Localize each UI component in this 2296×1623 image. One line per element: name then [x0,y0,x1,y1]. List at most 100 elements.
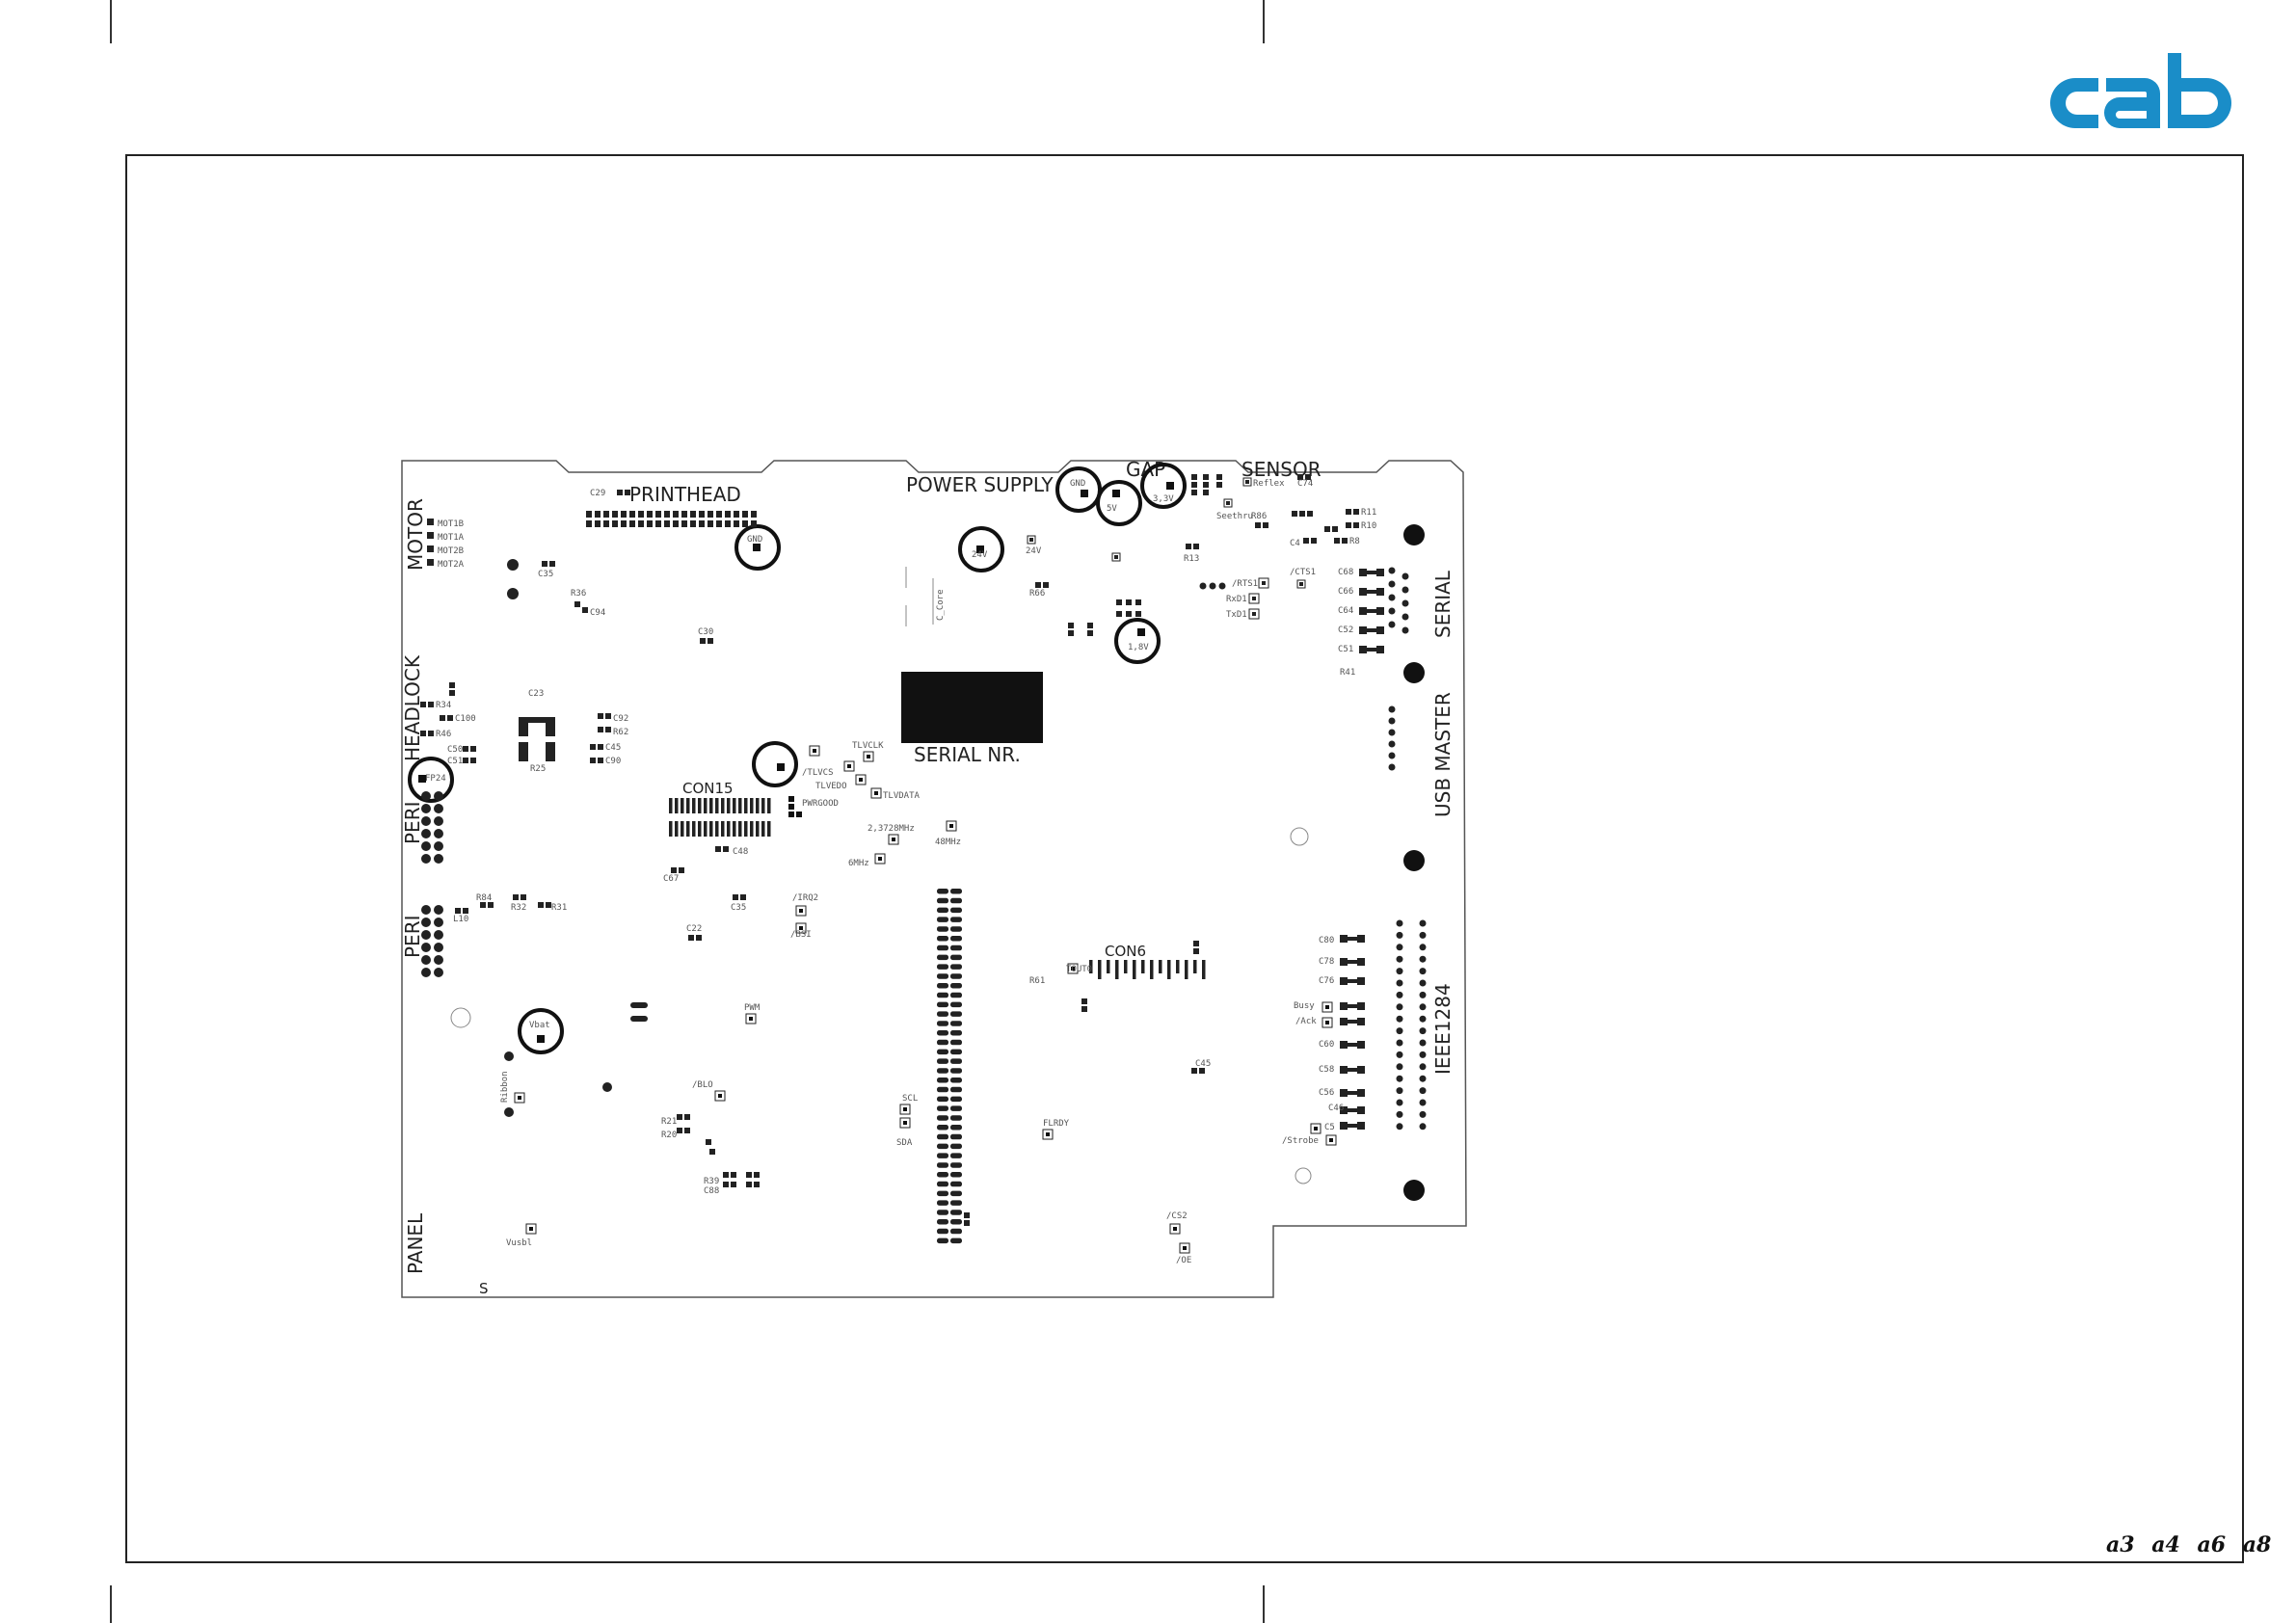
memory-pin [950,1058,962,1064]
label-usb-master: USB MASTER [1431,692,1455,817]
serial-capacitors [1359,569,1384,653]
con15-connector [669,798,771,837]
serial-cap-body [1367,648,1376,652]
serial-pin [1402,572,1409,580]
memory-pin [950,1068,962,1074]
printhead-pin [638,520,644,527]
format-a6: a6 [2197,1532,2227,1557]
con15-pin [727,798,731,813]
ieee-pin [1396,944,1403,951]
printhead-pin [716,511,722,518]
ieee-cap-pad [1357,1018,1365,1025]
memory-pin [950,1200,962,1206]
printhead-pin [725,520,731,527]
memory-pin [950,1228,962,1235]
memory-pin [950,992,962,998]
svg-text:C51: C51 [447,757,463,766]
printhead-pin [707,520,713,527]
svg-text:/Strobe: /Strobe [1282,1136,1319,1146]
ieee-cap-body [1348,1004,1357,1008]
printhead-pin [647,511,653,518]
page-format-marks: a3 a4 a6 a8 [2106,1532,2281,1557]
test-point-24v [958,526,1004,572]
svg-text:5V: 5V [1107,504,1117,514]
svg-text:3,3V: 3,3V [1153,494,1174,504]
svg-text:24V: 24V [972,550,988,560]
memory-pin [950,1210,962,1215]
con15-pin [761,821,765,837]
svg-text:Busy: Busy [1294,1001,1315,1011]
memory-pin [950,1105,962,1111]
con15-pin [698,821,702,837]
ieee-pin [1396,1027,1403,1035]
svg-text:Vusbl: Vusbl [506,1238,532,1248]
svg-text:C35: C35 [731,903,746,913]
memory-pin [950,954,962,961]
memory-pin [950,917,962,922]
svg-text:C74: C74 [1297,479,1313,489]
test-point-con15 [752,741,798,787]
svg-text:R34: R34 [436,701,451,710]
con15-passives [671,846,746,941]
con6-pin [1159,960,1162,973]
test-point-fp24 [408,757,454,803]
ieee-pin [1396,979,1403,987]
con6-passives [964,998,1205,1226]
memory-pin [937,1001,948,1008]
con15-pin [686,821,690,837]
serial-cap-pad [1359,569,1367,576]
ieee-pin [1396,919,1403,927]
svg-text:GND: GND [1070,479,1085,489]
svg-text:C22: C22 [686,924,702,934]
svg-text:C76: C76 [1319,976,1334,986]
svg-text:C30: C30 [698,627,713,637]
mounting-holes [1403,524,1425,1201]
ieee-cap-body [1348,1108,1357,1112]
serial-cap-pad [1376,588,1384,596]
svg-text:PWM: PWM [744,1003,761,1013]
label-panel: PANEL [404,1212,427,1274]
svg-text:C92: C92 [613,714,628,724]
ieee-pin [1419,1099,1427,1106]
memory-pin [950,1039,962,1046]
serial-pin [1388,621,1396,628]
format-a4: a4 [2151,1532,2180,1557]
con15-pin [750,821,754,837]
memory-pin [937,945,948,951]
svg-text:/CS2: /CS2 [1166,1211,1188,1221]
printhead-pin [586,520,592,527]
con6-pin [1124,960,1128,973]
memory-pin [937,1086,948,1093]
con6-pin [1193,960,1197,973]
memory-pin [937,1228,948,1235]
headlock-components [420,682,611,763]
serial-pin [1402,626,1409,634]
svg-text:TLVCLK: TLVCLK [852,741,884,751]
printhead-pin [612,511,618,518]
memory-pin [937,936,948,942]
con15-pin [744,821,748,837]
ieee-pin [1396,931,1403,939]
svg-text:/TLVCS: /TLVCS [802,768,834,778]
svg-text:Vbat: Vbat [529,1021,550,1030]
ieee-pin [1396,968,1403,975]
label-power-supply: POWER SUPPLY [906,473,1054,496]
c-core [905,567,934,626]
svg-text:C45: C45 [1195,1059,1211,1069]
peri-connector-1 [421,791,443,864]
test-point-1v8 [1114,618,1161,664]
printhead-pin [655,511,661,518]
ieee-pin [1396,1087,1403,1095]
svg-text:/IRQ2: /IRQ2 [792,893,818,903]
svg-text:C5: C5 [1324,1123,1335,1132]
label-peri-1: PERI [401,802,424,845]
svg-text:C68: C68 [1338,568,1353,577]
svg-text:R41: R41 [1340,668,1355,678]
con6-pin [1202,960,1206,979]
memory-pin [937,1125,948,1131]
serial-cap-pad [1359,607,1367,615]
serial-cap-pad [1359,626,1367,634]
serial-cap-body [1367,590,1376,594]
memory-pin [950,1078,962,1083]
memory-pin [937,992,948,998]
